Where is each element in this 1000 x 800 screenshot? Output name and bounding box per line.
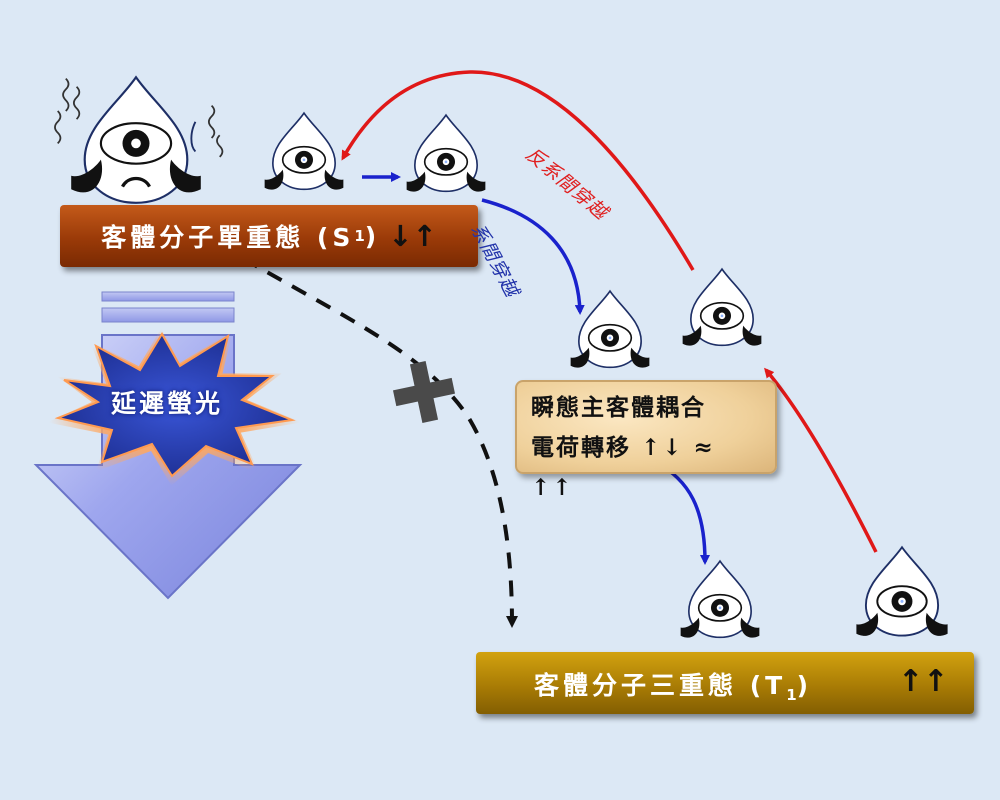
droplet-character-icon xyxy=(405,114,487,193)
droplet-character-icon xyxy=(679,560,761,639)
ct-line-1: 瞬態主客體耦合 xyxy=(531,394,706,421)
host-guest-charge-transfer-box: 瞬態主客體耦合 電荷轉移 ↑↓ ≈ ↑↑ xyxy=(515,380,777,501)
s1-subscript: 1 xyxy=(354,227,365,245)
droplet-character-icon xyxy=(681,268,763,347)
t1-label-group: 客體分子三重態 (T1) xyxy=(534,666,812,704)
delayed-fluorescence-label: 延遲螢光 xyxy=(110,389,223,418)
forbidden-path-arrow xyxy=(170,212,518,628)
risc-arrow-bottom xyxy=(764,367,878,553)
s1-close-paren: ) xyxy=(364,221,381,251)
guest-triplet-state-box: 客體分子三重態 (T1) ↑↑ xyxy=(476,652,974,714)
t1-close-paren: ) xyxy=(796,671,813,700)
ct-line-2: 電荷轉移 ↑↓ ≈ ↑↑ xyxy=(531,434,715,501)
x-mark-icon xyxy=(392,360,456,424)
isc-arrow-curve xyxy=(481,198,585,315)
s1-label: 客體分子單重態 (S xyxy=(101,223,355,252)
droplet-character-icon xyxy=(569,290,651,369)
droplet-character-icon xyxy=(855,546,949,637)
risc-arrow-top xyxy=(341,70,695,271)
starburst-icon xyxy=(47,328,302,486)
droplet-character-icon xyxy=(263,112,345,191)
t1-subscript: 1 xyxy=(786,686,797,704)
t1-spin-arrows: ↑↑ xyxy=(898,664,949,699)
s1-spin-arrows: ↓↑ xyxy=(388,219,437,253)
droplet-character-icon xyxy=(54,75,224,204)
t1-label: 客體分子三重態 (T xyxy=(534,671,787,700)
